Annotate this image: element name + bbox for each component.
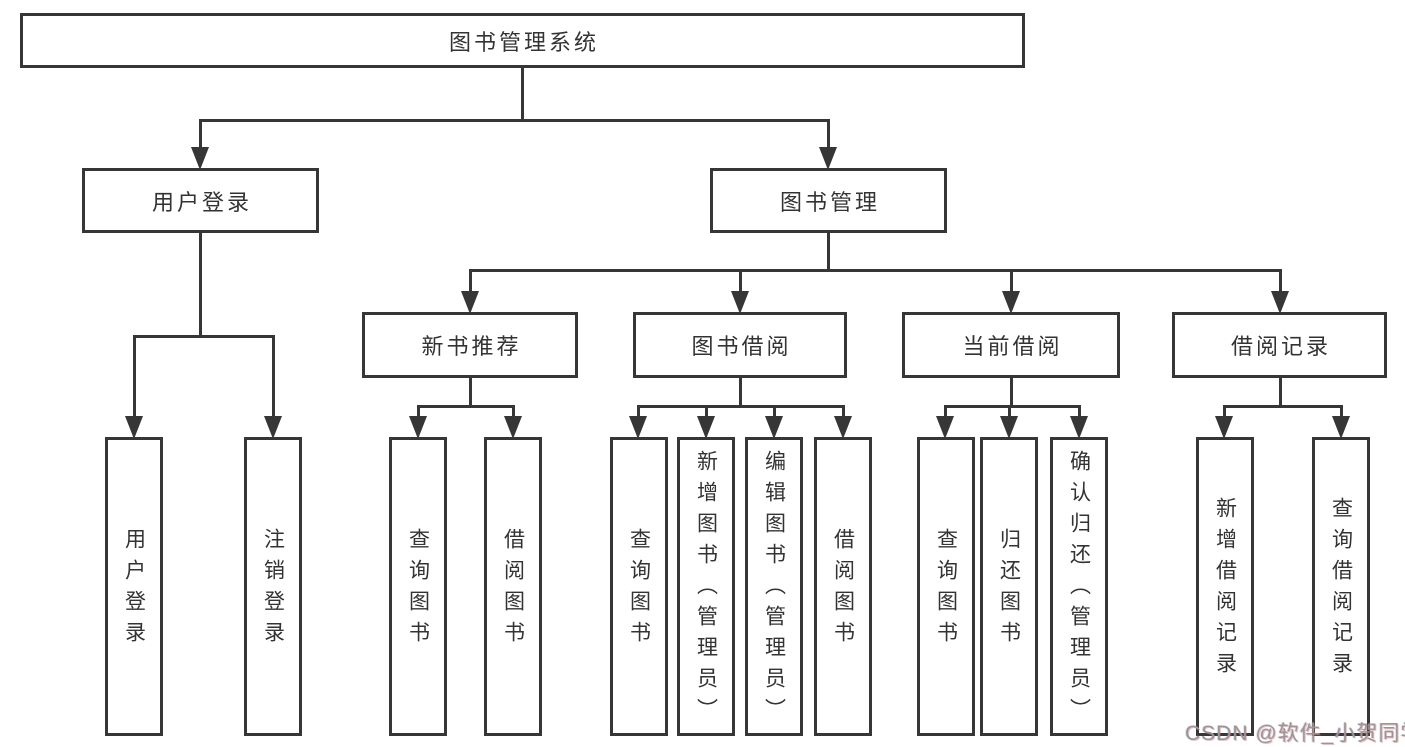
arrowhead-down-icon bbox=[1271, 291, 1289, 314]
arrowhead-down-icon bbox=[629, 416, 647, 439]
connector-line bbox=[1278, 269, 1282, 294]
node-book-borrowing: 图书借阅 bbox=[633, 312, 847, 378]
connector-line bbox=[132, 335, 136, 418]
arrowhead-down-icon bbox=[765, 416, 783, 439]
connector-line bbox=[416, 405, 420, 418]
connector-line bbox=[198, 120, 202, 150]
connector-line bbox=[511, 405, 515, 418]
arrowhead-down-icon bbox=[125, 416, 143, 439]
connector-line bbox=[468, 268, 1282, 272]
connector-line bbox=[1007, 405, 1011, 418]
leaf-records-add-borrow-record: 新增借阅记录 bbox=[1196, 437, 1254, 736]
arrowhead-down-icon bbox=[1000, 416, 1018, 439]
leaf-current-return-books: 归还图书 bbox=[980, 437, 1038, 736]
leaf-borrowing-edit-books-admin: 编辑图书（管理员） bbox=[745, 437, 803, 736]
connector-line bbox=[1009, 269, 1013, 294]
leaf-borrowing-query-books: 查询图书 bbox=[610, 437, 668, 736]
arrowhead-down-icon bbox=[819, 147, 837, 170]
connector-line bbox=[271, 335, 275, 418]
connector-line bbox=[1009, 377, 1013, 408]
leaf-current-query-books: 查询图书 bbox=[917, 437, 975, 736]
connector-line bbox=[738, 377, 742, 408]
arrowhead-down-icon bbox=[834, 416, 852, 439]
leaf-user-login: 用户登录 bbox=[105, 437, 163, 736]
node-new-book-recommendation: 新书推荐 bbox=[362, 312, 578, 378]
connector-line bbox=[636, 404, 845, 408]
arrowhead-down-icon bbox=[936, 416, 954, 439]
connector-line bbox=[943, 405, 947, 418]
arrowhead-down-icon bbox=[191, 147, 209, 170]
leaf-recommend-borrow-books: 借阅图书 bbox=[484, 437, 542, 736]
leaf-records-query-borrow-record: 查询借阅记录 bbox=[1312, 437, 1370, 736]
connector-line bbox=[198, 118, 830, 122]
leaf-logout: 注销登录 bbox=[244, 437, 302, 736]
connector-line bbox=[1339, 405, 1343, 418]
arrowhead-down-icon bbox=[697, 416, 715, 439]
arrowhead-down-icon bbox=[1070, 416, 1088, 439]
connector-line bbox=[1222, 404, 1343, 408]
connector-line bbox=[468, 377, 472, 408]
arrowhead-down-icon bbox=[1332, 416, 1350, 439]
connector-line bbox=[841, 405, 845, 418]
arrowhead-down-icon bbox=[1215, 416, 1233, 439]
connector-line bbox=[1077, 405, 1081, 418]
connector-line bbox=[943, 404, 1081, 408]
node-book-management: 图书管理 bbox=[710, 168, 947, 233]
connector-line bbox=[704, 405, 708, 418]
arrowhead-down-icon bbox=[504, 416, 522, 439]
connector-line bbox=[416, 404, 515, 408]
connector-line bbox=[826, 231, 830, 272]
connector-line bbox=[132, 334, 275, 338]
csdn-watermark: CSDN @软件_小贺同学 bbox=[1185, 722, 1405, 745]
connector-line bbox=[826, 120, 830, 150]
arrowhead-down-icon bbox=[731, 291, 749, 314]
connector-line bbox=[636, 405, 640, 418]
node-current-borrowing: 当前借阅 bbox=[902, 312, 1120, 378]
node-borrowing-records: 借阅记录 bbox=[1172, 312, 1387, 378]
connector-line bbox=[468, 269, 472, 294]
connector-line bbox=[772, 405, 776, 418]
leaf-recommend-query-books: 查询图书 bbox=[389, 437, 447, 736]
arrowhead-down-icon bbox=[1002, 291, 1020, 314]
arrowhead-down-icon bbox=[409, 416, 427, 439]
connector-line bbox=[1222, 405, 1226, 418]
connector-line bbox=[1278, 377, 1282, 408]
leaf-borrowing-borrow-books: 借阅图书 bbox=[814, 437, 872, 736]
node-library-management-system: 图书管理系统 bbox=[20, 13, 1025, 68]
node-user-login: 用户登录 bbox=[82, 168, 319, 233]
connector-line bbox=[738, 269, 742, 294]
arrowhead-down-icon bbox=[264, 416, 282, 439]
leaf-borrowing-add-books-admin: 新增图书（管理员） bbox=[677, 437, 735, 736]
leaf-current-confirm-return-admin: 确认归还（管理员） bbox=[1050, 437, 1108, 736]
arrowhead-down-icon bbox=[461, 291, 479, 314]
connector-line bbox=[198, 231, 202, 338]
connector-line bbox=[520, 66, 524, 121]
